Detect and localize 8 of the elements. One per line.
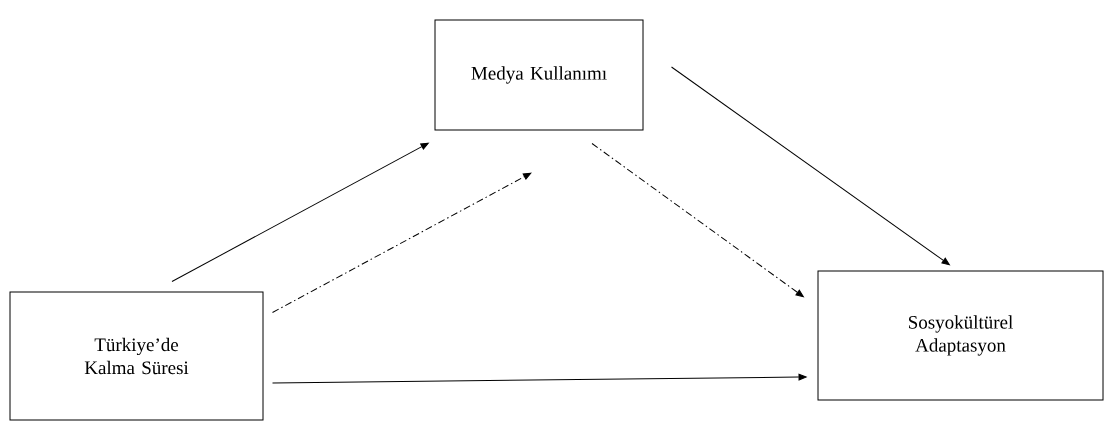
arrow bbox=[591, 143, 804, 298]
arrow bbox=[272, 172, 532, 313]
arrow bbox=[272, 373, 807, 384]
arrow bbox=[671, 66, 950, 266]
concept-box: Sosyokültürel Adaptasyon bbox=[817, 270, 1104, 401]
concept-box: Türkiye’de Kalma Süresi bbox=[9, 291, 264, 421]
concept-box: Medya Kullanımı bbox=[434, 19, 644, 131]
arrow bbox=[171, 142, 429, 282]
